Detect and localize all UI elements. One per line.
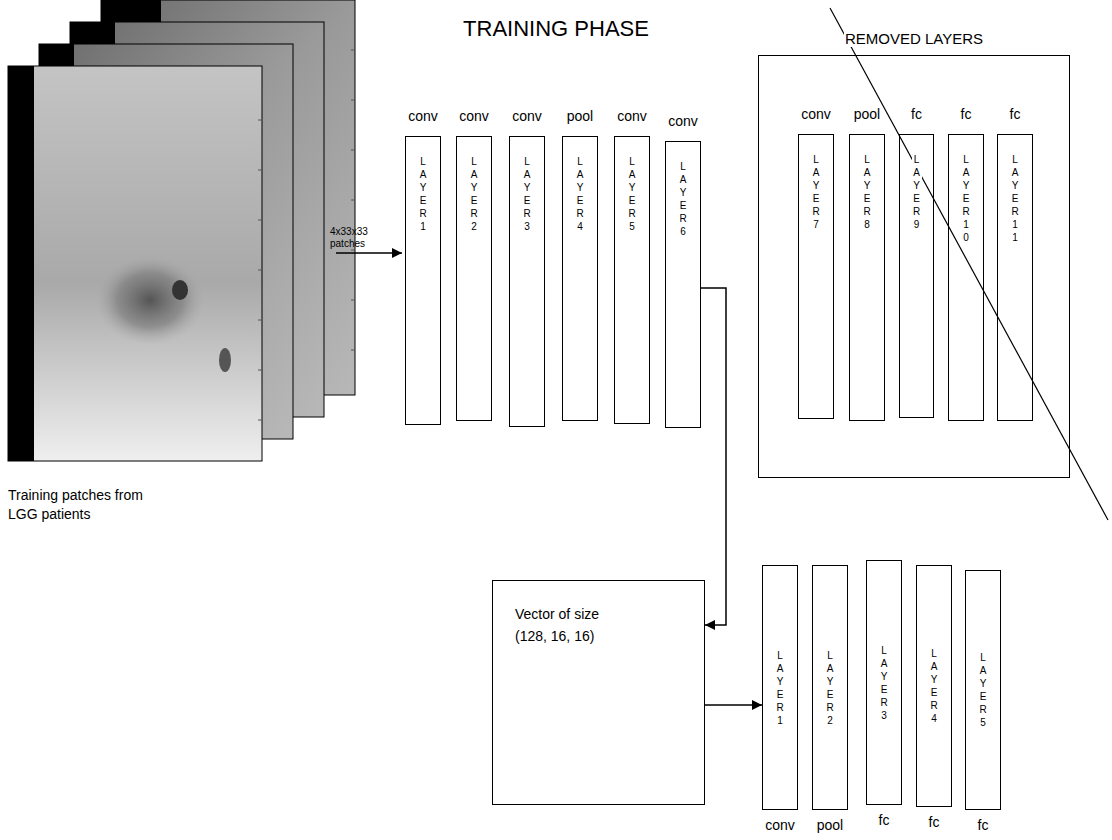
vector-text: Vector of size (128, 16, 16) <box>515 603 615 647</box>
layer-type: conv <box>800 106 832 122</box>
layer-name: LAYER 6 <box>678 160 688 238</box>
layer-name: LAYER 4 <box>929 647 939 725</box>
layer-name: LAYER 2 <box>469 155 479 233</box>
layer-name: LAYER 3 <box>879 644 889 722</box>
layer-box: poolLAYER 8 <box>849 134 885 421</box>
layer-box: LAYER 1conv <box>762 565 798 810</box>
layer-box: LAYER 3fc <box>866 560 902 805</box>
layer-type: conv <box>511 108 543 124</box>
flow-arrow <box>701 288 726 625</box>
layer-box: convLAYER 1 <box>405 136 441 425</box>
layer-box: convLAYER 6 <box>665 141 701 428</box>
layer-type: fc <box>977 817 990 833</box>
strike-line <box>830 8 1108 520</box>
image-caption: Training patches from LGG patients <box>8 486 163 524</box>
layer-name: LAYER 9 <box>912 153 922 231</box>
layer-box: LAYER 2pool <box>812 565 848 810</box>
layer-type: fc <box>1009 106 1022 122</box>
layer-name: LAYER 11 <box>1010 153 1020 244</box>
layer-name: LAYER 7 <box>811 153 821 231</box>
layer-type: conv <box>667 113 699 129</box>
patch-stack <box>8 0 355 461</box>
layer-type: fc <box>878 812 891 828</box>
layer-name: LAYER 2 <box>825 649 835 727</box>
layer-name: LAYER 10 <box>961 153 971 244</box>
flow-arrow <box>705 704 762 706</box>
layer-name: LAYER 1 <box>775 649 785 727</box>
layer-box: fcLAYER 9 <box>899 134 934 418</box>
layer-type: conv <box>616 108 648 124</box>
layer-type: conv <box>407 108 439 124</box>
layer-type: conv <box>764 817 796 833</box>
layer-name: LAYER 5 <box>978 651 988 729</box>
layer-name: LAYER 5 <box>627 155 637 233</box>
layer-name: LAYER 1 <box>418 155 428 233</box>
layer-name: LAYER 3 <box>522 155 532 233</box>
layer-type: fc <box>910 106 923 122</box>
layer-type: pool <box>816 817 844 833</box>
layer-box: convLAYER 3 <box>509 136 545 427</box>
layer-type: pool <box>853 106 881 122</box>
input-arrow <box>336 252 402 254</box>
layer-box: poolLAYER 4 <box>562 136 598 421</box>
layer-box: fcLAYER 10 <box>948 134 984 421</box>
layer-box: fcLAYER 11 <box>997 134 1033 421</box>
layer-name: LAYER 4 <box>575 155 585 233</box>
layer-type: fc <box>928 814 941 830</box>
layer-type: conv <box>458 108 490 124</box>
layer-box: LAYER 4fc <box>916 565 952 807</box>
layer-name: LAYER 8 <box>862 153 872 231</box>
layer-box: convLAYER 7 <box>798 134 834 419</box>
layer-type: pool <box>566 108 594 124</box>
patch-size-label: 4x33x33 patches <box>330 226 378 250</box>
removed-layers-group: REMOVED LAYERSconvLAYER 7poolLAYER 8fcLA… <box>758 55 1070 478</box>
layer-box: convLAYER 5 <box>614 136 650 424</box>
layer-type: fc <box>960 106 973 122</box>
layer-box: convLAYER 2 <box>456 136 492 421</box>
group-heading: REMOVED LAYERS <box>844 31 984 47</box>
vector-box: Vector of size (128, 16, 16) <box>492 580 705 805</box>
layer-box: LAYER 5fc <box>965 570 1001 810</box>
